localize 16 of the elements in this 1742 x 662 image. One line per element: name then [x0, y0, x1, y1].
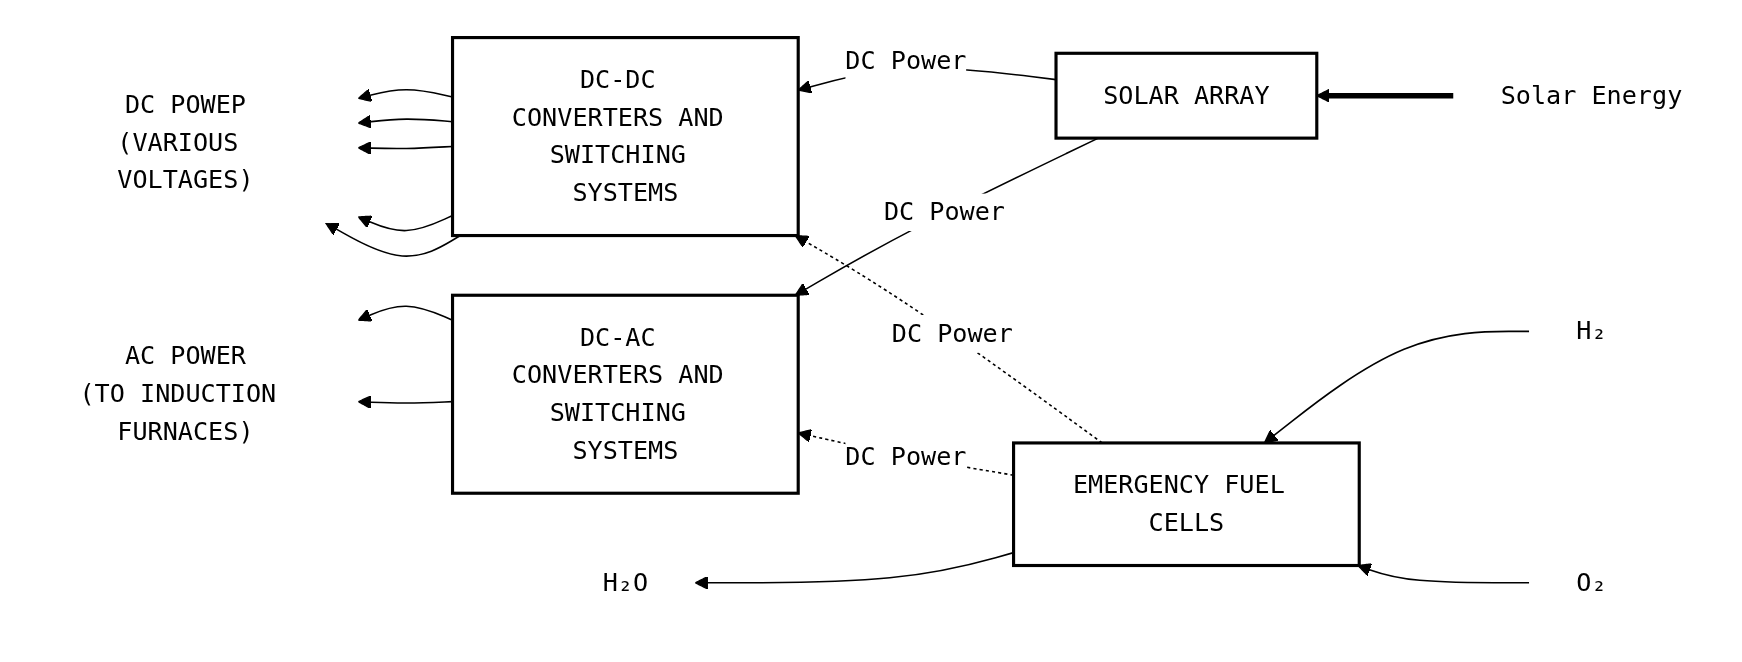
- edge-label: DC Power: [845, 45, 967, 75]
- edge-label: DC Power: [891, 317, 1013, 348]
- node-text: H₂O: [602, 566, 649, 597]
- node-box: SOLAR ARRAY: [1054, 51, 1319, 140]
- node-box: EMERGENCY FUEL CELLS: [1012, 441, 1361, 567]
- node-text: AC POWER (TO INDUCTION FURNACES): [79, 340, 277, 446]
- node-text: Solar Energy: [1500, 79, 1683, 110]
- node-text: O₂: [1576, 566, 1607, 597]
- node-text: H₂: [1576, 315, 1607, 346]
- node-box: DC-DC CONVERTERS AND SWITCHING SYSTEMS: [450, 35, 800, 237]
- edge-label: DC Power: [845, 440, 967, 471]
- arrow: [325, 221, 462, 257]
- arrow: [1357, 562, 1530, 584]
- node-text: DC POWEP (VARIOUS VOLTAGES): [117, 89, 254, 195]
- edge-label: DC Power: [883, 196, 1005, 226]
- node-box: DC-AC CONVERTERS AND SWITCHING SYSTEMS: [450, 293, 800, 495]
